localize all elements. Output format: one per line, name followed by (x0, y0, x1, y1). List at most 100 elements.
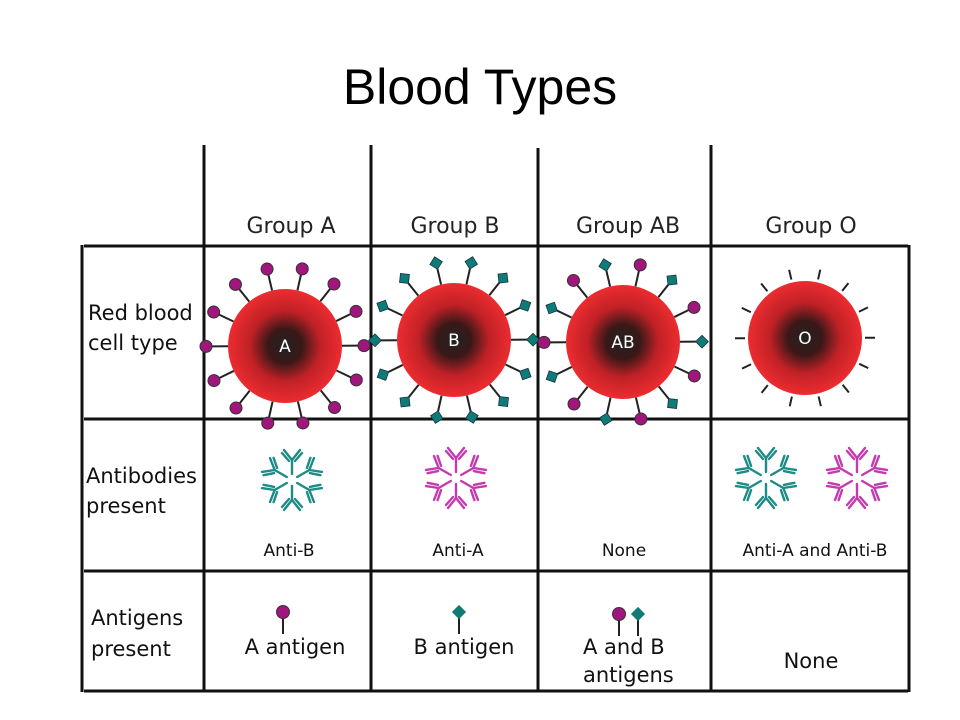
spike-icon (817, 269, 822, 280)
row-label-red-blood-line1: Red blood (88, 301, 193, 325)
antigen-b-icon (451, 604, 467, 634)
antigen-a-icon (261, 401, 275, 430)
antigen-b-icon (488, 272, 509, 296)
antibody-y-icon (734, 454, 763, 477)
antigen-a-icon (296, 401, 310, 430)
table-grid (80, 145, 911, 693)
antigen-label-group-a: A antigen (245, 635, 346, 659)
antibody-label-group-o: Anti-A and Anti-B (743, 541, 888, 561)
antibody-y-icon (260, 481, 289, 504)
row-label-antibodies-line2: present (86, 494, 166, 518)
column-headers: Group A Group B Group AB Group O (246, 214, 856, 239)
antigen-b-icon (510, 332, 540, 347)
antigen-b-icon (657, 274, 678, 298)
antibody-y-icon (295, 456, 324, 479)
antibody-y-icon (769, 479, 798, 502)
antigen-a-icon (336, 369, 363, 387)
antibody-y-icon (845, 446, 869, 474)
red-blood-cell-icon (748, 281, 862, 395)
antibody-labels: Anti-B Anti-A None Anti-A and Anti-B (264, 541, 888, 561)
antibody-y-icon (754, 446, 778, 474)
antibody-y-icon (769, 454, 798, 477)
anti-A-antibody-cluster (825, 446, 889, 510)
column-header-group-b: Group B (410, 214, 499, 239)
antibody-y-icon (280, 484, 304, 512)
antigen-b-icon (429, 256, 443, 285)
red-blood-cell-a: A (199, 262, 371, 430)
antigen-icons (276, 604, 646, 636)
antibody-y-icon (734, 479, 763, 502)
column-header-group-ab: Group AB (576, 214, 680, 239)
antigen-b-icon (545, 366, 573, 383)
antigen-a-icon (319, 277, 341, 302)
antigen-b-icon (657, 385, 678, 409)
antigen-a-icon (229, 390, 251, 415)
antigen-b-icon (630, 606, 646, 636)
anti-B-antibody-cluster (260, 448, 324, 512)
antigen-b-icon (679, 334, 709, 349)
spike-icon (741, 363, 752, 370)
spike-icon (858, 306, 869, 313)
antigen-b-icon (505, 363, 532, 381)
row-label-antigens-line2: present (91, 637, 171, 661)
cell-letter: B (448, 331, 460, 351)
antibody-y-icon (845, 482, 869, 510)
antibody-clusters (260, 446, 889, 512)
antibody-y-icon (260, 456, 289, 479)
red-blood-cell-ab: AB (537, 258, 709, 426)
antigen-b-icon (598, 258, 612, 287)
antigen-a-icon (207, 305, 234, 323)
antibody-y-icon (754, 482, 778, 510)
antibody-label-group-a: Anti-B (264, 541, 315, 561)
antibody-label-group-b: Anti-A (432, 541, 484, 561)
antigen-a-icon (612, 607, 626, 636)
antigen-a-icon (567, 386, 589, 411)
antigen-b-icon (545, 301, 572, 319)
spike-icon (788, 269, 793, 280)
antigen-b-icon (465, 395, 479, 424)
row-labels: Red blood cell type Antibodies present A… (86, 301, 197, 661)
row-label-antibodies-line1: Antibodies (86, 464, 197, 488)
antigen-label-group-ab-line1: A and B (583, 635, 665, 659)
antibody-y-icon (860, 479, 889, 502)
antigen-label-group-b: B antigen (414, 635, 515, 659)
antigen-a-icon (674, 365, 701, 383)
row-label-antigens-line1: Antigens (91, 606, 183, 630)
anti-B-antibody-cluster (734, 446, 798, 510)
antigen-b-icon (504, 299, 532, 316)
antigen-b-icon (488, 383, 509, 407)
antigen-a-icon (260, 262, 274, 291)
spike-icon (817, 396, 822, 407)
antigen-a-icon (228, 277, 251, 303)
red-blood-cell-icon (228, 289, 342, 403)
red-blood-cell-b: B (368, 256, 540, 424)
antibody-y-icon (825, 454, 854, 477)
antibody-label-group-ab: None (602, 541, 646, 561)
antibody-y-icon (860, 454, 889, 477)
antigen-b-icon (376, 364, 404, 381)
spike-icon (858, 362, 869, 369)
spike-icon (741, 307, 752, 314)
antigen-a-icon (673, 300, 701, 318)
antigen-b-icon (368, 333, 398, 348)
antigen-a-icon (634, 397, 648, 426)
cell-letter: AB (611, 333, 634, 353)
antigen-b-icon (399, 384, 420, 408)
antigen-b-icon (464, 256, 479, 285)
antibody-y-icon (280, 448, 304, 476)
antigen-labels: A antigen B antigen A and B antigens Non… (245, 635, 839, 687)
spike-icon (788, 396, 793, 407)
antigen-a-icon (276, 605, 290, 634)
antibody-y-icon (444, 446, 468, 474)
antigen-label-group-ab-line2: antigens (583, 663, 674, 687)
antigen-a-icon (633, 258, 647, 287)
spike-icon (760, 282, 769, 292)
antigen-a-icon (207, 370, 235, 388)
antigen-b-icon (399, 273, 420, 297)
antigen-a-icon (295, 262, 309, 291)
red-blood-cell-icon (566, 285, 680, 399)
cell-letter: A (279, 337, 291, 357)
anti-A-antibody-cluster (424, 446, 488, 510)
